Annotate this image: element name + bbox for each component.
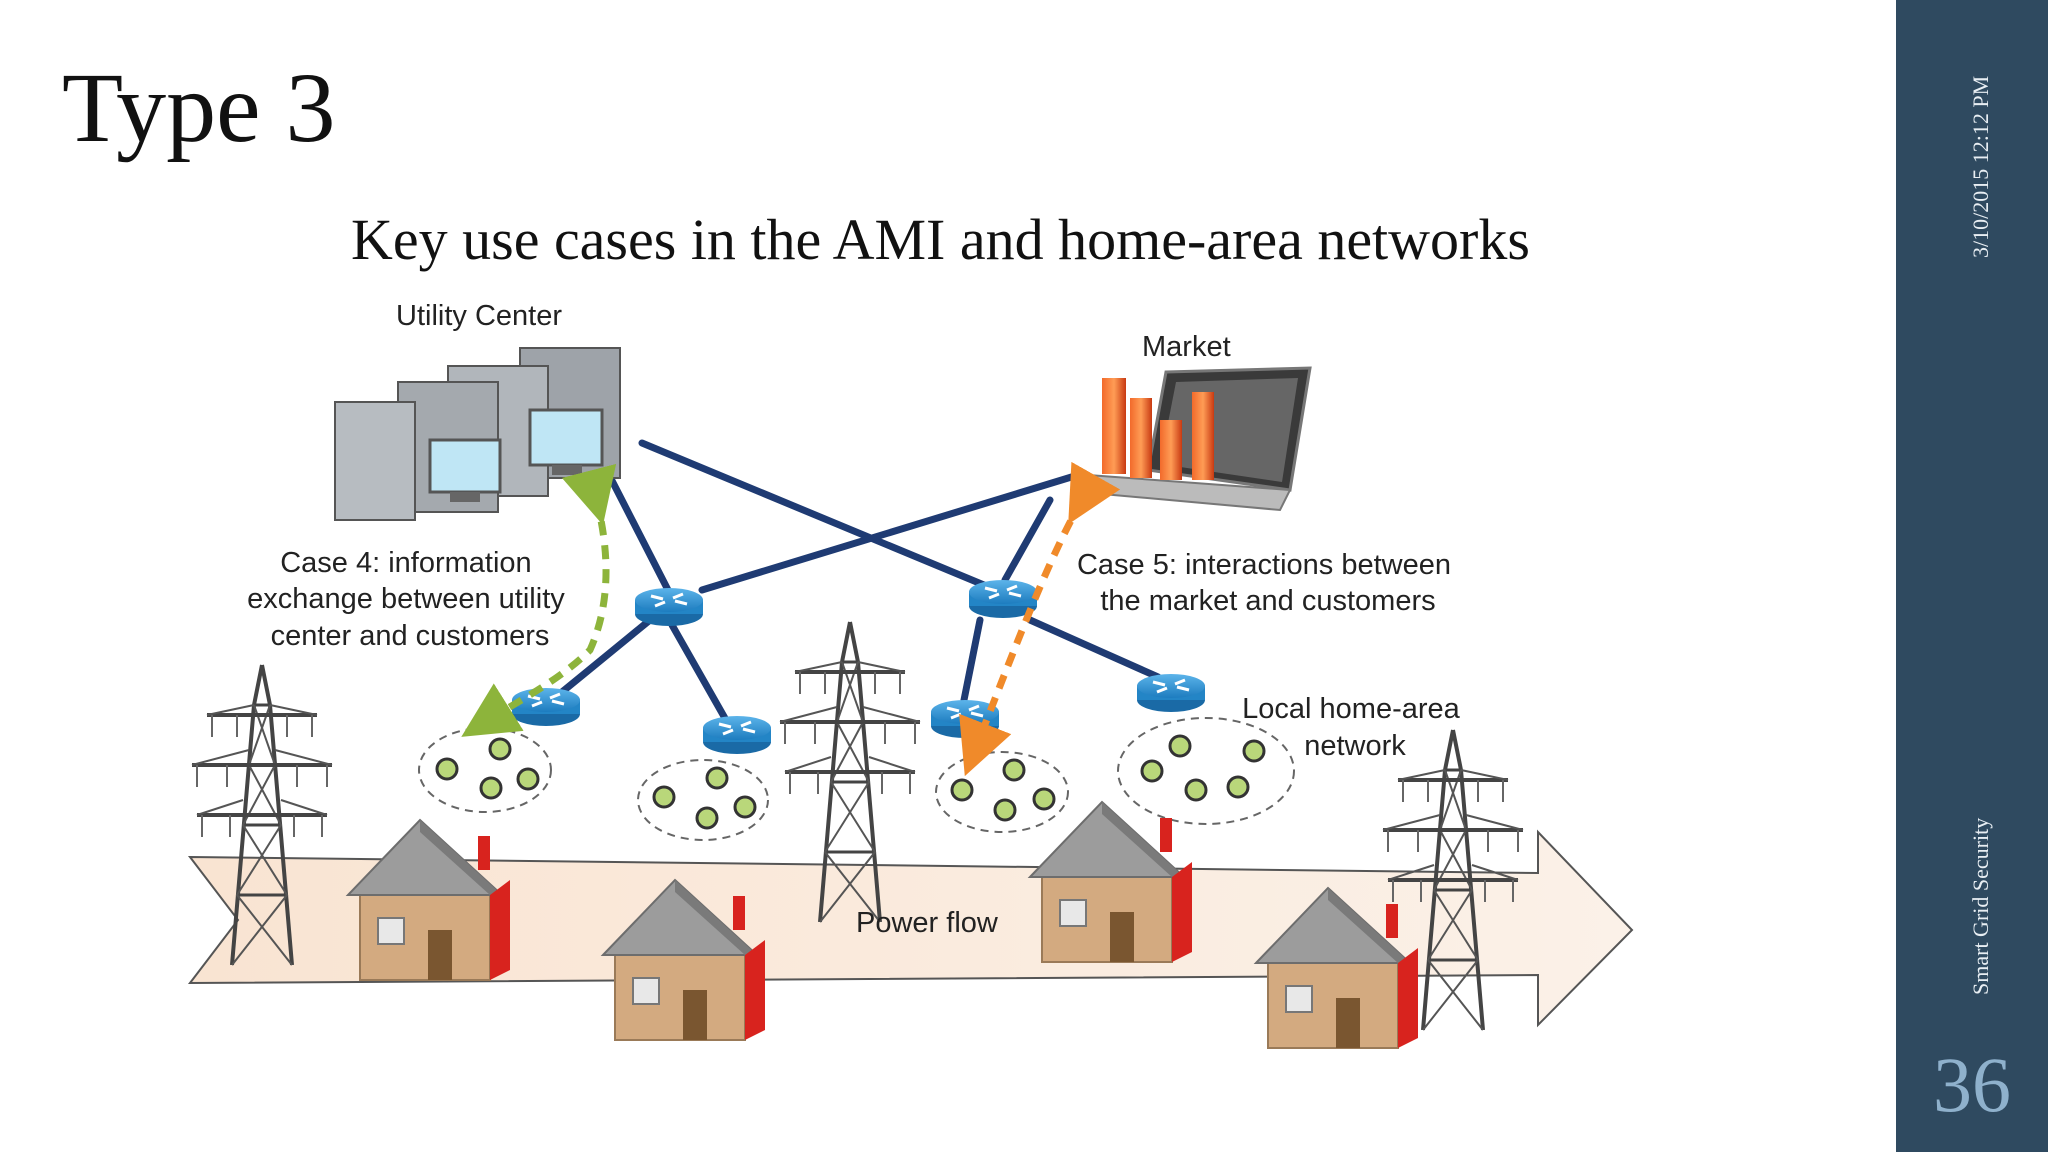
market-label: Market (1142, 331, 1231, 363)
case4-label: Case 4: information exchange between uti… (247, 547, 573, 652)
router-icon (633, 586, 705, 628)
home-area-network (418, 727, 552, 813)
home-area-label-line: network (1304, 730, 1406, 762)
home-area-network (1117, 717, 1295, 825)
router-icon (1135, 672, 1207, 714)
case4-label-line: exchange between utility (247, 583, 565, 615)
home-area-network-label: Local home-area network (1242, 693, 1468, 762)
home-area-network (637, 759, 769, 841)
page-number: 36 (1933, 1041, 2011, 1128)
market-laptop-icon (1078, 366, 1312, 512)
slide-subtitle: Key use cases in the AMI and home-area n… (351, 207, 1530, 272)
case4-label-line: Case 4: information (280, 547, 531, 579)
case5-label-line: the market and customers (1100, 585, 1435, 617)
case5-label-line: Case 5: interactions between (1077, 549, 1451, 581)
house-icon (347, 819, 511, 981)
footer-title: Smart Grid Security (1968, 817, 1993, 995)
power-flow-label: Power flow (856, 907, 999, 939)
utility-center-servers-icon (334, 347, 621, 521)
case4-label-line: center and customers (271, 620, 550, 652)
power-flow-band (187, 829, 1634, 1028)
router-icon (701, 714, 773, 756)
slide-title: Type 3 (62, 52, 336, 163)
sidebar (1896, 0, 2048, 1152)
date-footer: 3/10/2015 12:12 PM (1968, 75, 1993, 258)
router-icon (510, 686, 582, 728)
case4-arrow (461, 463, 617, 737)
case5-label: Case 5: interactions between the market … (1077, 549, 1459, 617)
home-area-label-line: Local home-area (1242, 693, 1460, 725)
home-area-network (935, 751, 1069, 833)
house-icon (1029, 801, 1193, 963)
utility-center-label: Utility Center (396, 300, 562, 332)
case5-arrow (959, 461, 1121, 777)
ami-network-diagram: Utility Center Market (187, 300, 1634, 1049)
